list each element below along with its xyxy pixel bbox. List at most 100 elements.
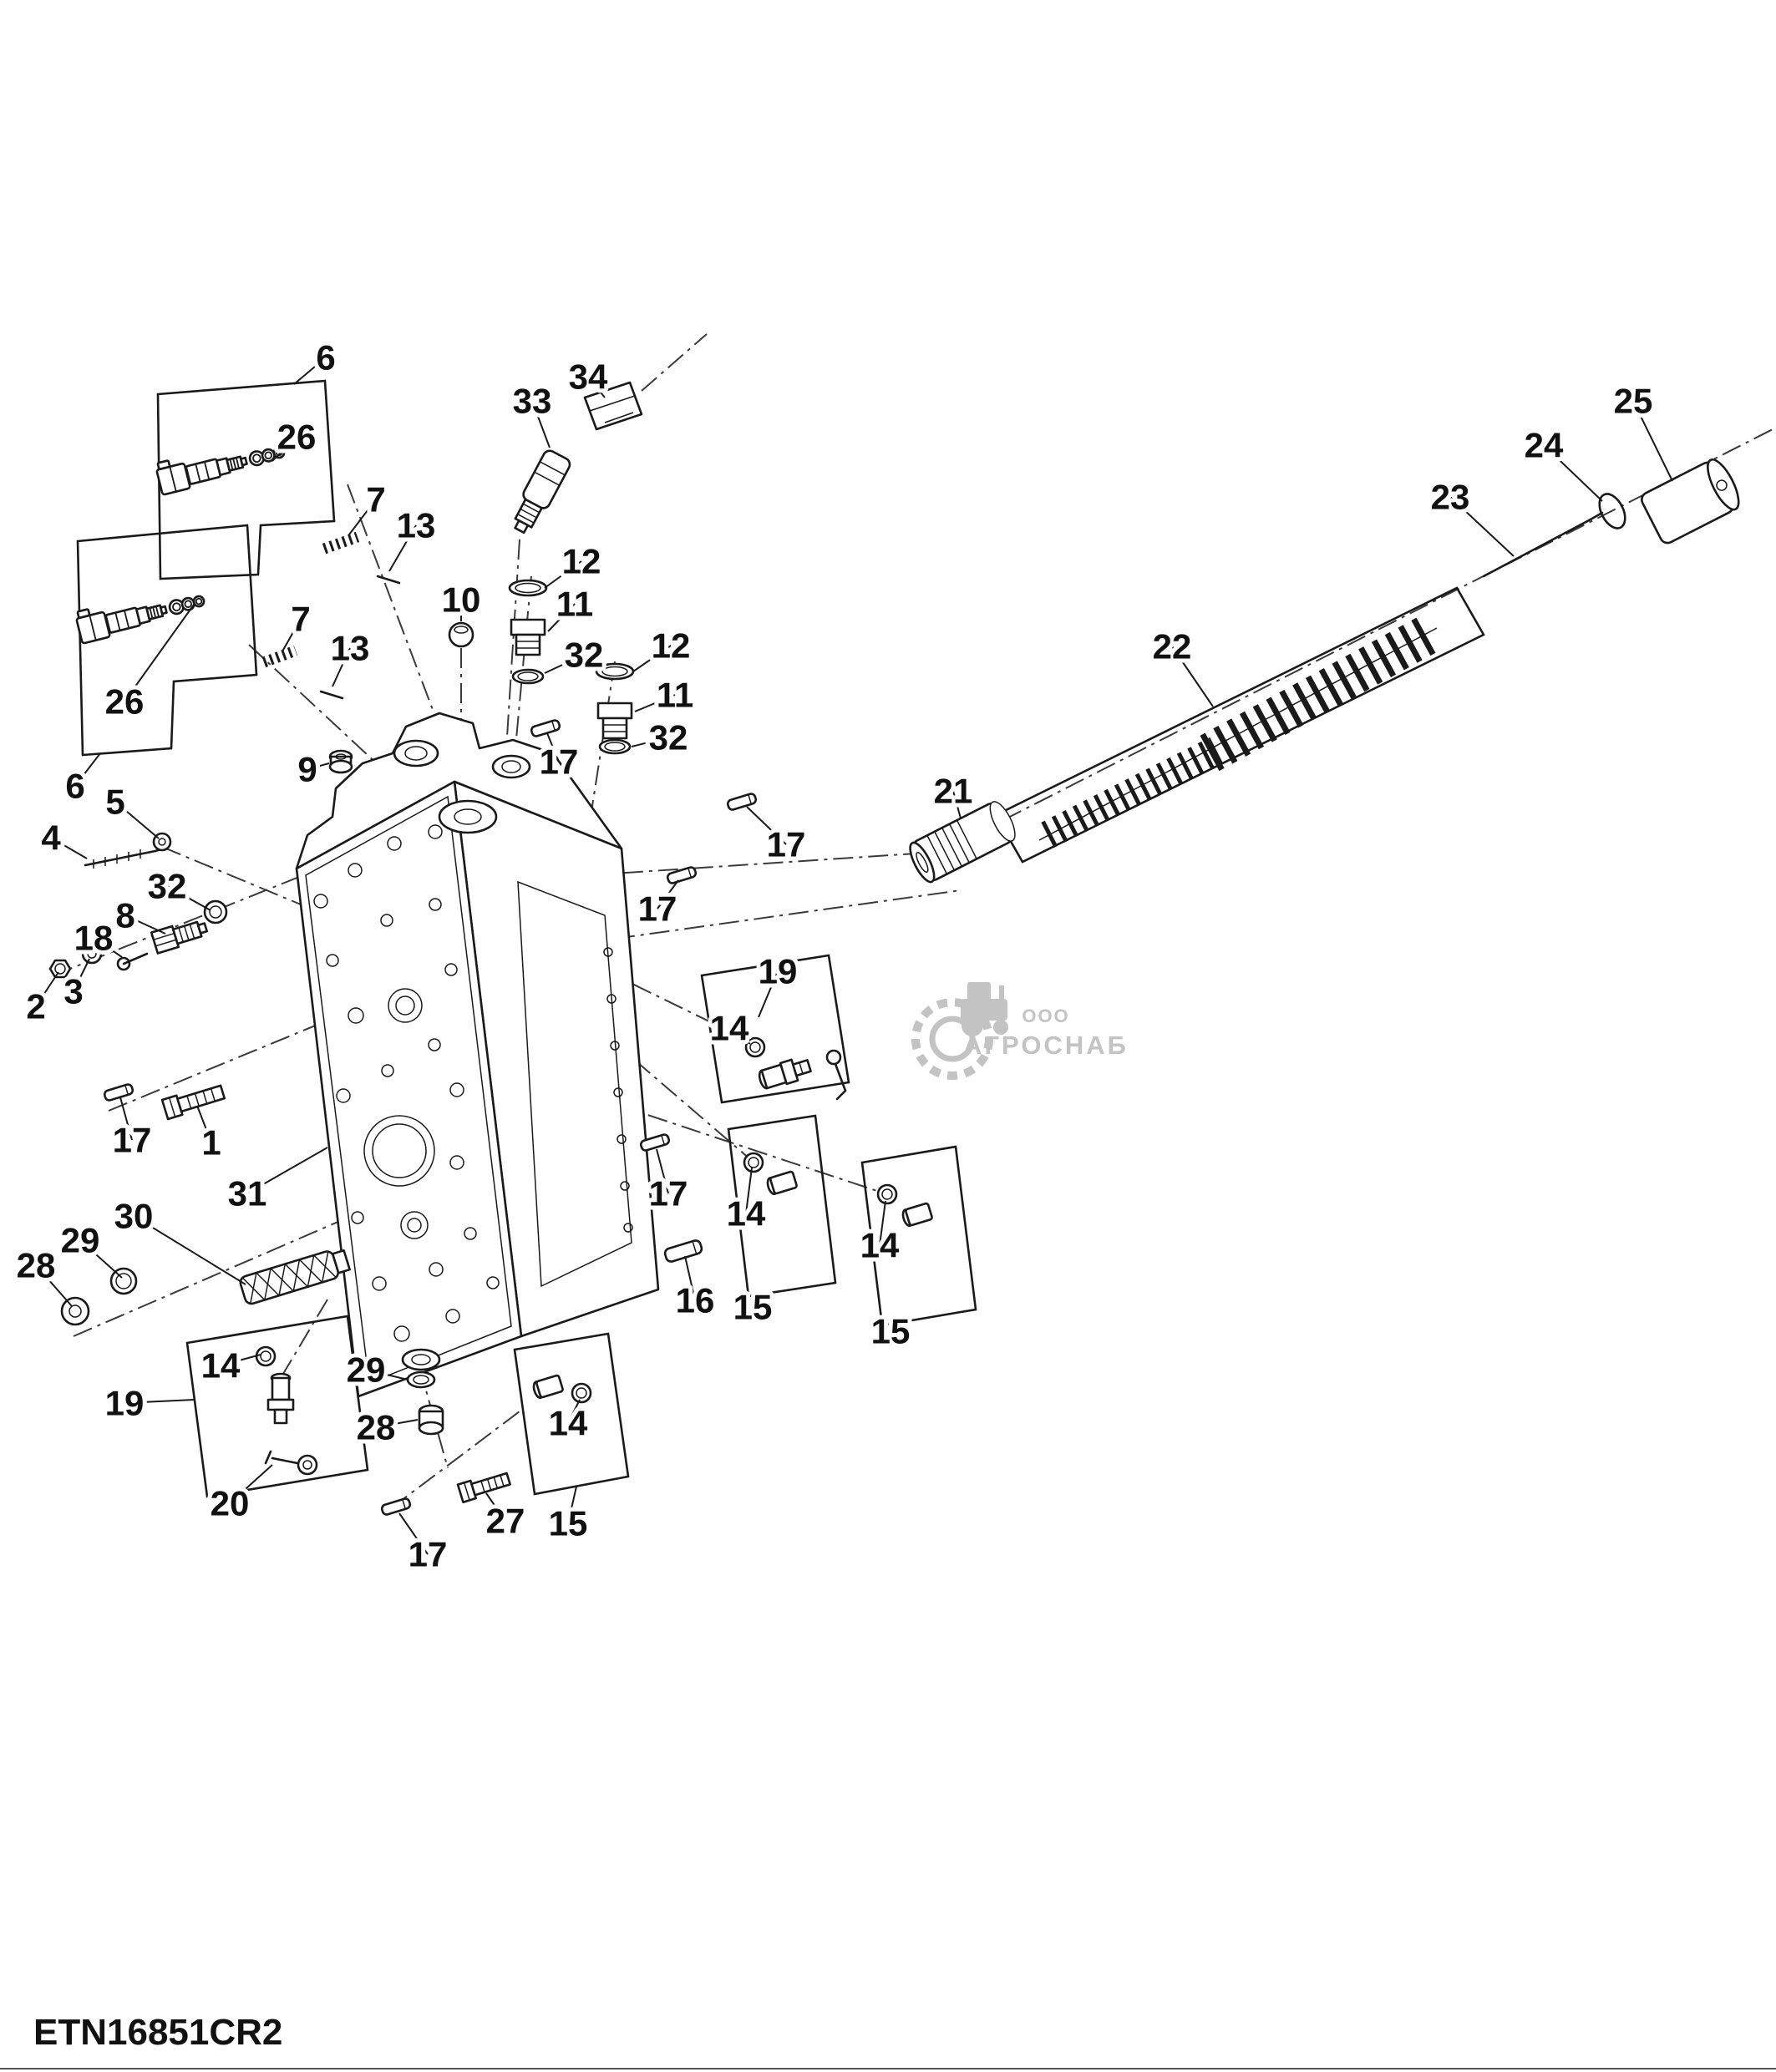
part-pin-17-f [379,1496,413,1517]
box-item15-c [513,1332,630,1496]
callout-leader [547,603,576,632]
callout-leader [229,1464,273,1504]
group-boxes [76,379,1485,1498]
part-rod-23 [1482,511,1604,578]
part-pin-13-upper [376,575,401,585]
callout-leader [752,1292,769,1308]
callout-leader [196,1105,212,1143]
part-grommet-9 [328,749,353,774]
part-plug-box15-b [900,1202,934,1229]
callout-1: 1 [201,1123,221,1163]
callout-14: 14 [201,1346,241,1386]
callout-leader [271,436,297,462]
part-stack-a [508,579,548,685]
callout-17: 17 [540,742,579,782]
callout-4: 4 [41,818,61,858]
part-pin-13-lower [319,690,344,700]
part-solenoid-cartridge-lower [74,580,208,645]
callout-leader [567,1486,577,1524]
valve-housing [295,712,660,1398]
callout-leader [166,885,211,911]
part-fitting-box19-left [266,1372,295,1425]
callout-leader [124,1399,195,1404]
box-item15-a [727,1114,837,1298]
callout-leader [879,1200,886,1246]
callout-19: 19 [105,1384,145,1423]
callout-23: 23 [1431,478,1470,517]
callout-28: 28 [17,1246,56,1285]
part-oring-29-left [109,1267,138,1295]
part-oring-14-box19-right [744,1036,766,1058]
callout-13: 13 [331,629,370,668]
part-fitting-8 [150,920,209,955]
callout-leader [1632,400,1673,482]
callout-leader [124,604,195,702]
box-item6-upper [156,379,336,580]
callout-10: 10 [442,580,481,620]
callout-2: 2 [26,987,45,1026]
callout-leader [293,357,327,385]
callout-11: 11 [556,585,593,624]
box-item6-lower [76,524,258,757]
box-item15-b [860,1145,977,1327]
part-spring-7-upper [322,531,360,555]
callout-leader [375,1419,419,1428]
callout-29: 29 [61,1221,100,1260]
part-nut-2 [48,959,72,979]
callout-leader [246,1147,328,1194]
callout-18: 18 [74,919,114,958]
callout-leader [114,801,160,839]
callout-11: 11 [657,676,693,715]
callout-leader [656,1148,669,1194]
callout-leader [93,937,123,958]
callout-7: 7 [291,600,310,639]
callout-29: 29 [347,1350,386,1390]
part-screw-18 [116,952,149,971]
callout-12: 12 [652,626,691,666]
callout-leader [1449,496,1515,557]
callout-9: 9 [297,750,317,789]
callout-14: 14 [549,1404,588,1443]
part-oring-14-box19-left [255,1345,277,1367]
callout-leader [485,1492,506,1522]
callout-32: 32 [565,636,604,675]
part-spring-7-lower [261,645,298,668]
callout-13: 13 [397,506,436,545]
callout-leader [728,1027,751,1045]
part-filter-30 [239,1249,351,1305]
callout-leader [567,1399,581,1424]
part-tube-20 [264,1450,318,1476]
callout-leader [657,879,679,909]
drawing-code: ETN16851CR2 [33,2012,282,2053]
callout-leader [544,654,585,674]
callout-3: 3 [63,972,83,1011]
part-spring-22 [1038,615,1440,849]
callout-17: 17 [767,825,806,864]
callout-27: 27 [486,1502,525,1541]
callout-leader [332,647,351,687]
part-oring-29-bottom [406,1370,436,1389]
callout-17: 17 [638,889,677,929]
part-spool-21 [909,801,1016,884]
callout-31: 31 [228,1174,267,1213]
box-item19-right [700,954,850,1104]
callout-leader [79,1239,123,1279]
callout-leader [388,524,417,572]
callout-leader [50,837,88,859]
callout-12: 12 [562,542,601,581]
callout-leader [35,971,59,1007]
callout-8: 8 [115,896,134,935]
part-plug-28-bottom [418,1404,444,1436]
callout-5: 5 [105,783,124,822]
callout-30: 30 [114,1197,154,1236]
callout-leader [365,1369,408,1380]
part-bolt-27 [456,1472,511,1504]
callout-16: 16 [676,1281,715,1320]
part-pin-17-d [102,1082,135,1103]
callout-leader [890,1320,903,1332]
watermark-org-name: АГРОСНАБ [963,1031,1129,1060]
part-oring-32-left [203,899,228,925]
